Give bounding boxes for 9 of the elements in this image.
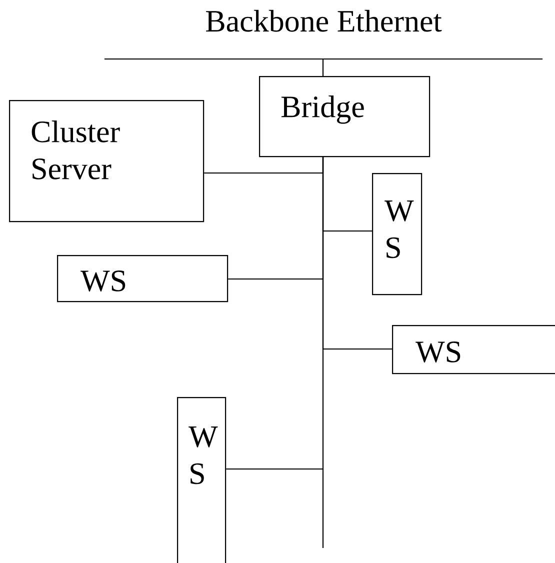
workstation-box: WS	[57, 255, 228, 302]
workstation-box: W S	[177, 397, 226, 563]
bridge-box: Bridge	[259, 76, 430, 158]
workstation-box: WS	[392, 325, 555, 374]
backbone-line: Backbone Ethernet	[104, 10, 543, 60]
server-box: Cluster Server	[9, 100, 204, 222]
workstation-box: W S	[372, 173, 422, 296]
connector-line	[322, 59, 324, 76]
bus-connector	[226, 157, 324, 470]
